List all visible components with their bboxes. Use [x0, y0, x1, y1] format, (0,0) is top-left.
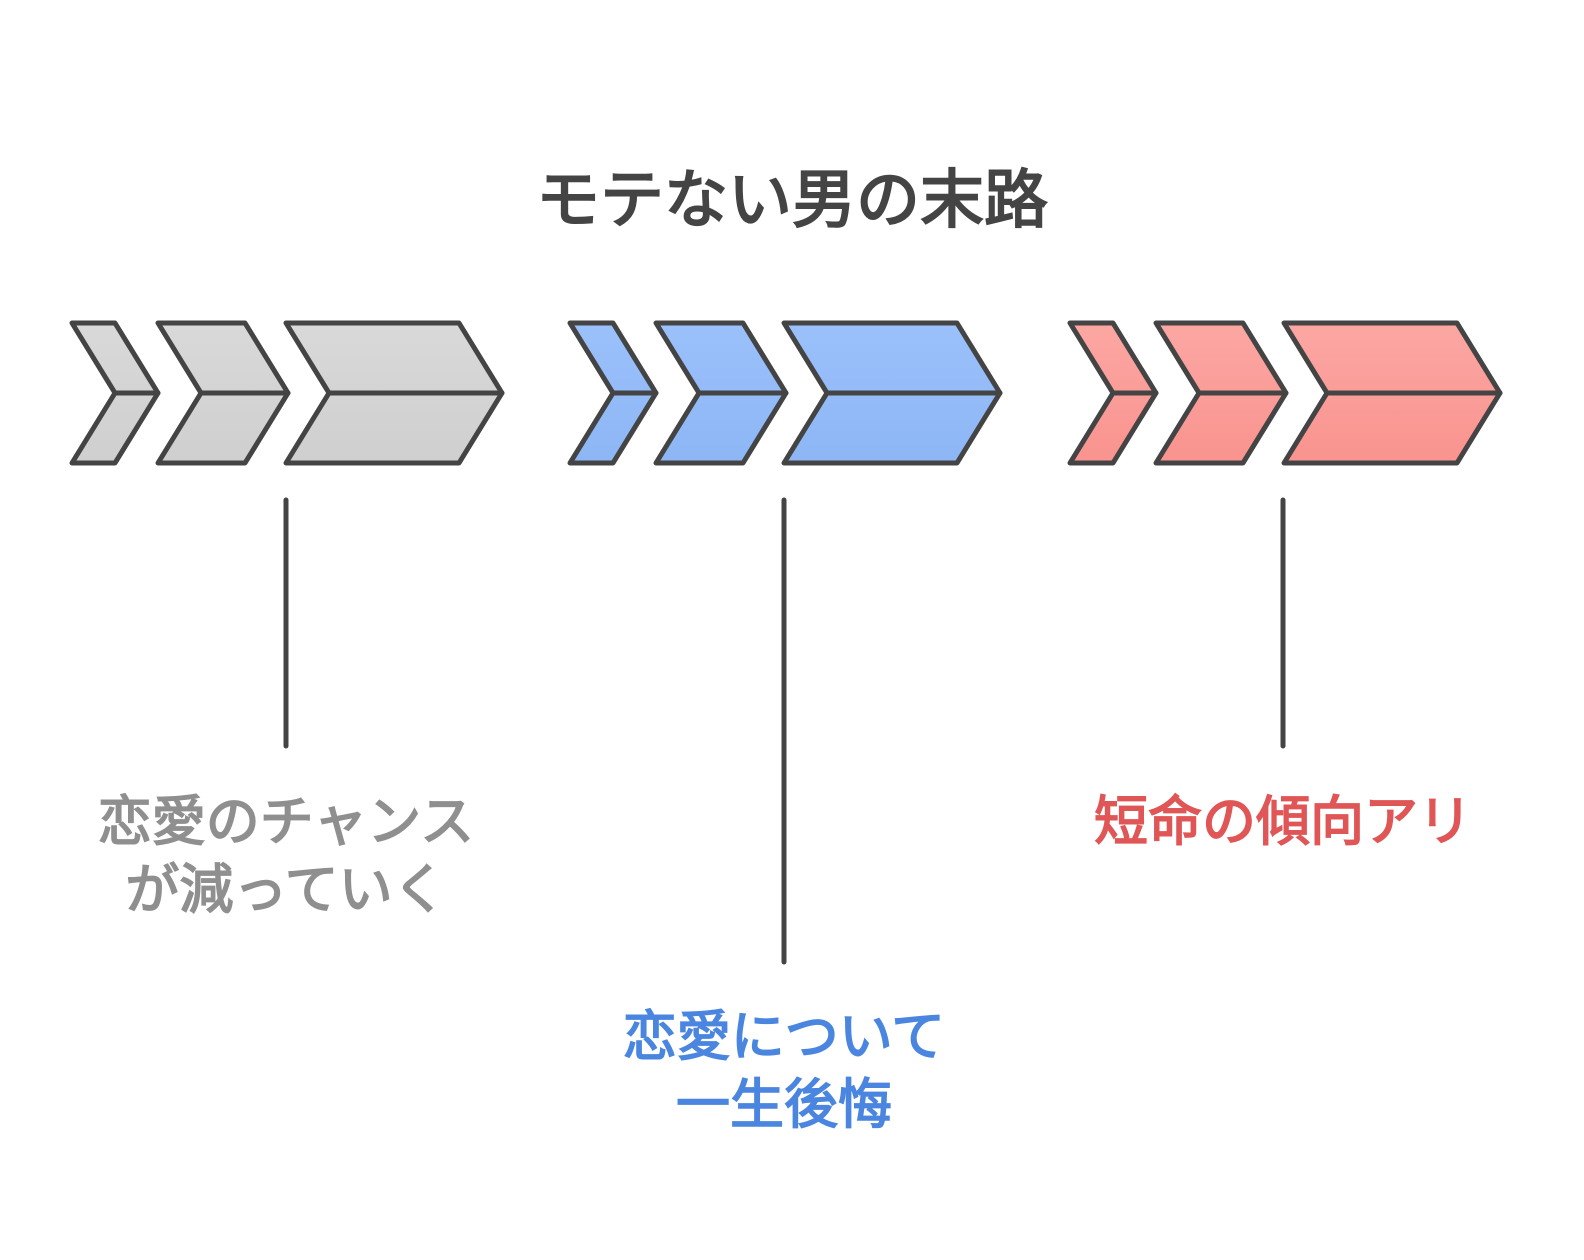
stage-1-label-line-1: 恋愛のチャンス: [98, 790, 474, 853]
stage-3: 短命の傾向アリ: [1067, 320, 1503, 853]
stage-3-label-line-1: 短命の傾向アリ: [1094, 790, 1472, 853]
diagram-title: モテない男の末路: [536, 164, 1049, 238]
stage-2-label-line-1: 恋愛について: [623, 1005, 945, 1068]
stage-1-label-line-2: が減っていく: [125, 858, 446, 921]
stage-2-label-line-2: 一生後悔: [676, 1073, 892, 1136]
